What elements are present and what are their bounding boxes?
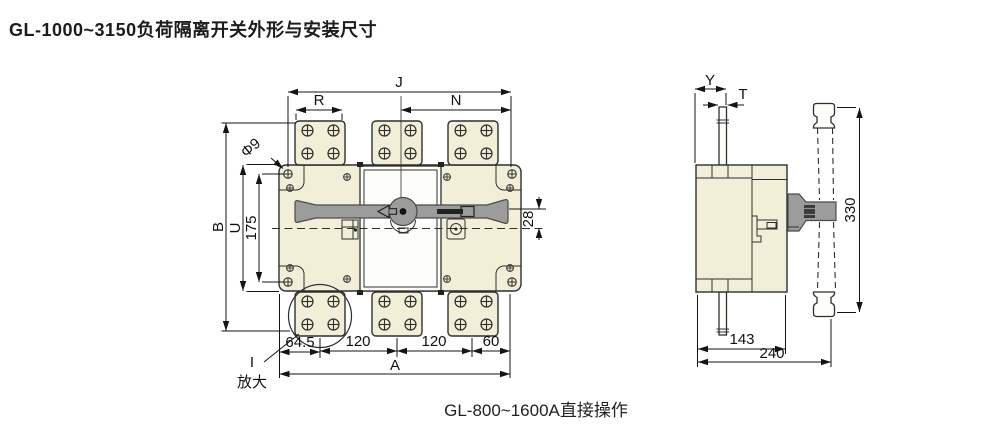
dim-120b-label: 120 — [421, 333, 446, 350]
auxiliary-contact-block — [341, 219, 359, 240]
corner-tab — [279, 165, 305, 191]
drawing-caption: GL-800~1600A直接操作 — [444, 401, 628, 420]
terminal-blade-top — [718, 106, 728, 166]
dim-28-label: 28 — [520, 211, 537, 228]
operating-handle — [294, 196, 509, 234]
terminal-pads — [294, 120, 499, 337]
dim-j-label: J — [395, 74, 403, 91]
dim-143-label: 143 — [729, 331, 754, 348]
dim-n-label: N — [451, 92, 462, 109]
dim-120a-label: 120 — [345, 333, 370, 350]
detail-mark-label: I — [250, 354, 254, 371]
side-clip-bracket — [751, 215, 778, 243]
dim-64.5-label: 64.5 — [285, 334, 314, 351]
front-view: J R N B U 175 Φ9 2 — [210, 74, 546, 391]
handle-label-bar — [437, 209, 463, 214]
front-dimensions: J R N B U 175 Φ9 2 — [210, 74, 546, 391]
dim-r-label: R — [314, 92, 325, 109]
dim-a-label: A — [390, 357, 400, 374]
corner-tab — [279, 265, 305, 291]
dim-b-label: B — [210, 222, 227, 232]
side-dimensions: Y T 330 143 240 — [694, 72, 863, 367]
corner-tab — [495, 265, 521, 291]
dim-u-label: U — [227, 223, 244, 234]
handle-grip-bottom — [812, 291, 836, 318]
hub-tab — [398, 227, 409, 234]
padlock-bracket — [446, 218, 466, 240]
direction-arrow-icon — [376, 204, 398, 219]
dim-240-label: 240 — [759, 345, 784, 362]
dim-60-label: 60 — [483, 333, 500, 350]
dim-175-label: 175 — [243, 215, 260, 240]
phi9-leader-line — [270, 157, 284, 169]
handle-label-plate — [460, 205, 475, 218]
dim-t-label: T — [738, 86, 747, 103]
side-handle — [812, 102, 837, 318]
dim-y-label: Y — [705, 72, 715, 89]
dim-330-label: 330 — [842, 197, 859, 222]
corner-tab — [495, 165, 521, 191]
detail-leader-line — [263, 333, 300, 363]
dim-phi9-label: Φ9 — [238, 135, 264, 161]
handle-grip-top — [812, 102, 836, 129]
drawing-title: GL-1000~3150负荷隔离开关外形与安装尺寸 — [9, 20, 378, 40]
handle-drive-mechanism — [787, 193, 837, 232]
detail-note-label: 放大 — [237, 374, 267, 391]
hub-center-dot — [399, 208, 407, 215]
side-view: Y T 330 143 240 — [694, 72, 863, 367]
